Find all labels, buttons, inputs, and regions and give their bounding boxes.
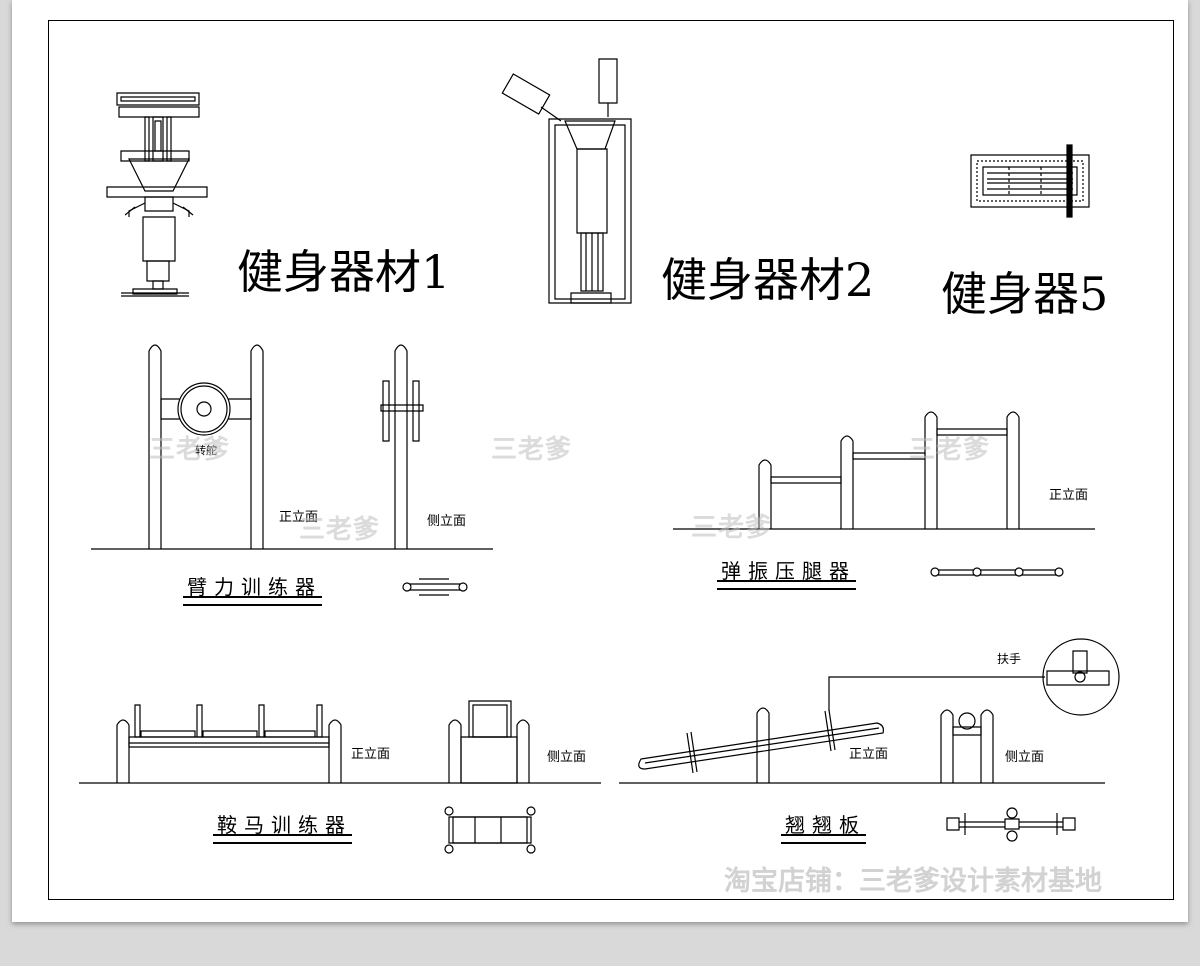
watermark-brand: 三老爹 bbox=[691, 513, 773, 543]
label-front-elevation-seesaw: 正立面 bbox=[849, 747, 889, 762]
watermark-shop: 淘宝店铺：三老爹设计素材基地 bbox=[724, 866, 1102, 897]
watermark-brand: 三老爹 bbox=[149, 435, 231, 465]
label-front-elevation-saddle: 正立面 bbox=[351, 747, 391, 762]
caption-leg-press: 弹振压腿器 bbox=[717, 559, 856, 590]
equipment-5-drawing bbox=[971, 145, 1089, 217]
arm-trainer-drawing bbox=[91, 345, 493, 595]
title-equipment-2: 健身器材2 bbox=[661, 253, 875, 307]
watermark-brand: 三老爹 bbox=[491, 435, 573, 465]
cad-drawing-canvas bbox=[49, 21, 1173, 899]
label-front-elevation-arm: 正立面 bbox=[279, 510, 319, 525]
drawing-sheet: 健身器材1 健身器材2 健身器5 臂力训练器 弹振压腿器 鞍马训练器 翘翘板 转… bbox=[12, 0, 1188, 922]
watermark-brand: 三老爹 bbox=[299, 515, 381, 545]
leg-press-drawing bbox=[673, 412, 1095, 576]
caption-saddle-trainer: 鞍马训练器 bbox=[213, 813, 352, 844]
label-side-elevation-seesaw: 侧立面 bbox=[1005, 750, 1045, 765]
watermark-brand: 三老爹 bbox=[909, 435, 991, 465]
title-equipment-1: 健身器材1 bbox=[237, 245, 451, 299]
caption-arm-trainer: 臂力训练器 bbox=[183, 575, 322, 606]
label-handrail: 扶手 bbox=[997, 652, 1022, 666]
equipment-1-drawing bbox=[107, 93, 207, 296]
label-front-elevation-leg: 正立面 bbox=[1049, 488, 1089, 503]
label-side-elevation-saddle: 侧立面 bbox=[547, 750, 587, 765]
caption-seesaw: 翘翘板 bbox=[781, 813, 866, 844]
seesaw-drawing bbox=[619, 639, 1119, 841]
title-equipment-5: 健身器5 bbox=[941, 267, 1109, 321]
drawing-frame: 健身器材1 健身器材2 健身器5 臂力训练器 弹振压腿器 鞍马训练器 翘翘板 转… bbox=[48, 20, 1174, 900]
saddle-trainer-drawing bbox=[79, 701, 601, 853]
label-wheel: 转舵 bbox=[195, 444, 217, 457]
equipment-2-drawing bbox=[502, 59, 631, 303]
label-side-elevation-arm: 侧立面 bbox=[427, 514, 467, 529]
